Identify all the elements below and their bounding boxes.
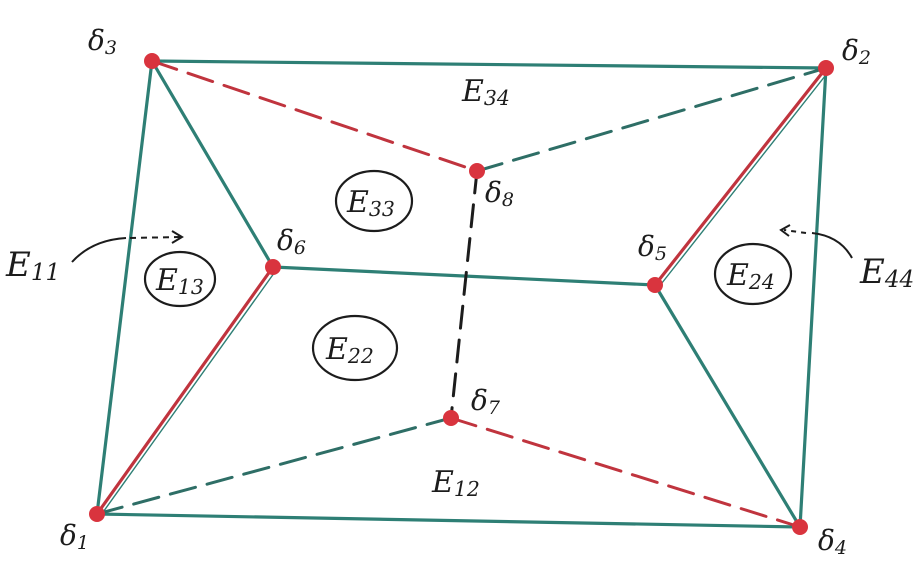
region-circle-e22 [311, 314, 399, 382]
edge-d6-d5 [271, 265, 657, 287]
edge-d1-d6-shadow [100, 268, 278, 516]
label-E33: E33 [346, 185, 395, 221]
label-delta1: δ1 [60, 519, 89, 554]
label-E34: E34 [461, 74, 510, 110]
label-E13: E13 [155, 263, 204, 299]
edge-d3-d6 [150, 59, 275, 269]
region-labels: E33 E13 E22 E24 [143, 169, 793, 382]
label-E24: E24 [726, 258, 775, 294]
edge-d5-d4 [653, 283, 802, 529]
inner-solid-edges [95, 59, 830, 529]
edge-d7-d4 [449, 416, 802, 529]
edge-d1-d6 [95, 265, 275, 516]
label-E11: E11 [5, 245, 60, 286]
outer-boundary [95, 59, 828, 529]
vertex-labels: δ3 δ2 δ8 δ6 δ5 δ7 δ1 δ4 [60, 24, 871, 559]
label-E22: E22 [325, 332, 374, 368]
label-delta6: δ6 [277, 224, 306, 259]
edge-d8-d2 [475, 66, 828, 173]
pointer-e11-arrowhead-icon [171, 230, 184, 244]
label-delta2: δ2 [842, 34, 871, 69]
vertex-d8 [469, 163, 485, 179]
pointer-e11-dash [129, 236, 181, 239]
edge-right [798, 66, 828, 529]
label-delta7: δ7 [471, 384, 501, 419]
edge-d3-d8 [150, 59, 479, 173]
region-circle-e13 [143, 250, 217, 308]
label-delta3: δ3 [88, 24, 117, 59]
label-delta8: δ8 [485, 176, 514, 211]
vertex-d1 [89, 506, 105, 522]
pointer-e11-curve [71, 237, 127, 263]
label-delta4: δ4 [818, 524, 847, 559]
vertices [89, 53, 834, 535]
edge-labels: E34 E12 E11 E44 [5, 74, 914, 501]
pointer-e44-curve [811, 232, 853, 259]
vertex-d7 [443, 410, 459, 426]
edge-d1-d7 [95, 416, 453, 516]
edge-d2-d5 [653, 66, 828, 287]
region-circle-e33 [334, 169, 414, 233]
vertex-d4 [792, 519, 808, 535]
edge-left [95, 59, 154, 516]
label-E44: E44 [859, 252, 914, 293]
edge-d8-d7 [449, 169, 479, 420]
edge-top [150, 59, 828, 70]
edge-bottom [95, 512, 802, 529]
vertex-d3 [144, 53, 160, 69]
pointer-e44-dash [783, 229, 807, 234]
edge-d2-d5-shadow [657, 70, 830, 289]
label-delta5: δ5 [638, 230, 667, 265]
vertex-d2 [818, 60, 834, 76]
dashed-edges [95, 59, 828, 529]
region-circle-e24 [713, 242, 793, 306]
vertex-d6 [265, 259, 281, 275]
vertex-d5 [647, 277, 663, 293]
label-E12: E12 [431, 465, 480, 501]
pointer-e44-arrowhead-icon [779, 224, 791, 237]
